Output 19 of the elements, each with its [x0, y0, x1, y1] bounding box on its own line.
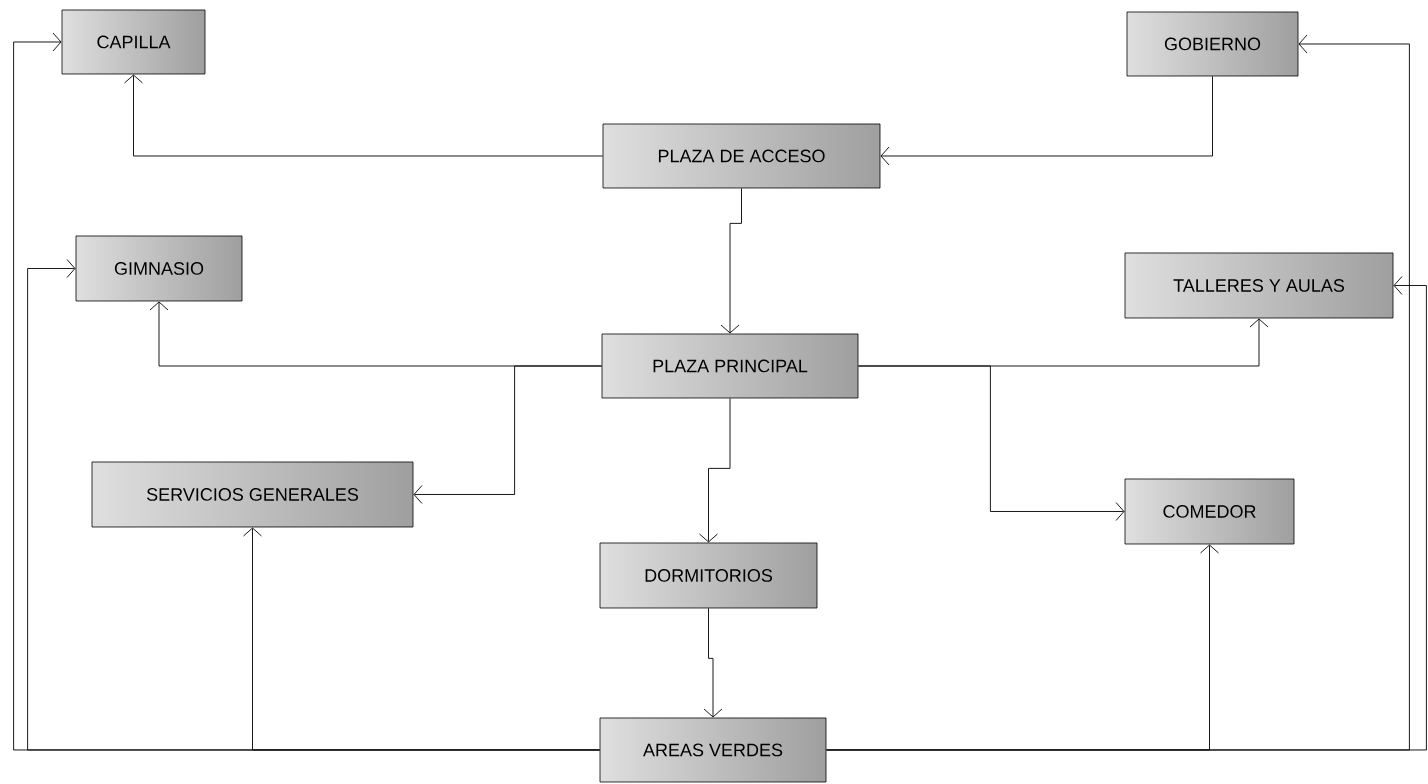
arrow [243, 527, 601, 751]
arrow [857, 365, 1125, 521]
arrow [124, 74, 604, 157]
place-box: CAPILLA [61, 9, 206, 75]
place-box: DORMITORIOS [599, 542, 818, 609]
place-box: AREAS VERDES [599, 717, 827, 783]
arrow [825, 276, 1427, 751]
arrow [699, 397, 731, 543]
place-box: SERVICIOS GENERALES [91, 461, 414, 528]
arrow [720, 187, 742, 334]
place-box: TALLERES Y AULAS [1124, 252, 1394, 319]
arrow [413, 365, 603, 504]
place-box: COMEDOR [1124, 478, 1295, 545]
arrow [880, 75, 1213, 166]
arrow [703, 607, 723, 718]
place-box: PLAZA DE ACCESO [602, 123, 881, 189]
place-box: PLAZA PRINCIPAL [601, 333, 859, 399]
place-box: GOBIERNO [1126, 11, 1299, 77]
place-box: GIMNASIO [75, 235, 243, 302]
